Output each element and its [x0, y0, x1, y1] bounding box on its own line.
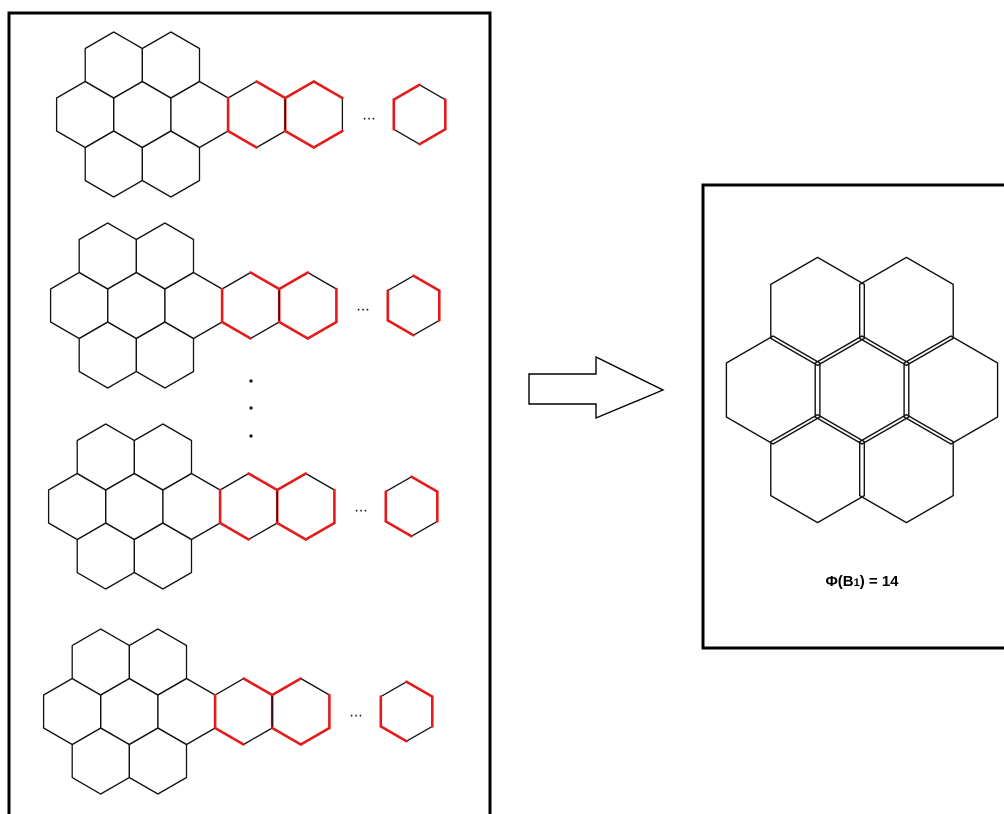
highlighted-edge	[275, 472, 308, 492]
highlighted-edge	[312, 80, 344, 100]
highlighted-ring-hexagon	[221, 271, 280, 340]
benzene-ring-hexagon	[84, 130, 143, 198]
horizontal-ellipsis: ...	[356, 298, 369, 315]
benzene-ring-hexagon	[903, 335, 999, 445]
highlighted-edge	[418, 128, 447, 146]
highlighted-edge	[299, 726, 331, 746]
benzene-ring-hexagon	[76, 522, 135, 590]
highlighted-edge	[384, 520, 413, 538]
benzene-ring-hexagon	[84, 31, 143, 99]
coronene-like-benzenoid	[725, 256, 999, 524]
highlighted-edge	[277, 320, 310, 340]
benzene-ring-hexagon	[770, 256, 865, 367]
benzenoid-row-1: ...	[55, 31, 447, 198]
highlighted-ring-hexagon	[276, 472, 336, 541]
horizontal-ellipsis: ...	[354, 499, 367, 516]
highlighted-edge	[213, 726, 245, 746]
highlighted-edge	[247, 472, 279, 492]
benzene-ring-hexagon	[76, 423, 135, 491]
highlighted-ring-hexagon	[219, 472, 278, 541]
benzene-ring-hexagon	[141, 31, 201, 99]
benzenoid-row-4: ...	[42, 628, 434, 795]
benzene-ring-hexagon	[170, 80, 229, 149]
horizontal-ellipsis: ...	[362, 107, 375, 124]
highlighted-ring-hexagon	[271, 677, 331, 746]
benzene-ring-hexagon	[135, 222, 195, 290]
highlighted-edge	[218, 521, 250, 541]
highlighted-edge	[277, 271, 310, 291]
benzene-ring-hexagon	[157, 677, 216, 746]
left-panel-rows: ............	[42, 31, 447, 795]
benzene-ring-hexagon	[71, 727, 130, 795]
benzene-ring-hexagon	[100, 677, 159, 746]
benzene-ring-hexagon	[770, 413, 865, 524]
highlighted-edge	[275, 521, 308, 541]
highlighted-edge	[392, 83, 421, 101]
benzene-ring-hexagon	[164, 271, 223, 340]
highlighted-edge	[386, 319, 415, 337]
benzene-ring-hexagon	[113, 80, 172, 149]
benzene-ring-hexagon	[162, 472, 221, 541]
vertical-ellipsis	[249, 379, 253, 438]
highlighted-edge	[226, 129, 258, 149]
highlighted-edge	[410, 475, 439, 493]
highlighted-edge	[412, 274, 441, 292]
highlighted-edge	[283, 80, 316, 100]
benzene-ring-hexagon	[135, 321, 195, 389]
highlighted-edge	[312, 129, 344, 149]
benzenoid-row-3: ...	[47, 423, 439, 590]
benzene-ring-hexagon	[814, 335, 910, 445]
benzene-ring-hexagon	[78, 321, 137, 389]
benzene-ring-hexagon	[141, 130, 201, 198]
benzenoid-row-2: ...	[49, 222, 441, 389]
highlighted-edge	[270, 677, 303, 697]
highlighted-edge	[304, 521, 336, 541]
benzene-ring-hexagon	[78, 222, 137, 290]
highlighted-ring-hexagon	[214, 677, 273, 746]
benzene-ring-hexagon	[47, 472, 107, 541]
benzene-ring-hexagon	[105, 472, 164, 541]
highlighted-edge	[283, 129, 316, 149]
highlighted-ring-hexagon	[278, 271, 338, 340]
left-panel-frame	[7, 11, 492, 814]
highlighted-edge	[270, 726, 303, 746]
benzene-ring-hexagon	[133, 423, 193, 491]
highlighted-ring-hexagon	[227, 80, 286, 149]
benzene-ring-hexagon	[859, 413, 954, 524]
highlighted-edge	[255, 80, 287, 100]
benzene-ring-hexagon	[49, 271, 109, 340]
highlighted-edge	[249, 271, 281, 291]
right-panel-frame	[701, 183, 1004, 650]
hollow-right-arrow-icon	[528, 355, 665, 420]
benzene-ring-hexagon	[128, 727, 188, 795]
highlighted-edge	[306, 320, 338, 340]
benzene-ring-hexagon	[725, 335, 821, 445]
highlighted-edge	[379, 725, 408, 743]
benzene-ring-hexagon	[859, 256, 954, 367]
highlighted-ring-hexagon	[284, 80, 344, 149]
highlighted-edge	[242, 677, 274, 697]
benzene-ring-hexagon	[133, 522, 193, 590]
benzene-ring-hexagon	[71, 628, 130, 696]
highlighted-edge	[405, 680, 434, 698]
benzene-ring-hexagon	[128, 628, 188, 696]
horizontal-ellipsis: ...	[349, 704, 362, 721]
benzene-ring-hexagon	[107, 271, 166, 340]
benzene-ring-hexagon	[42, 677, 102, 746]
benzene-ring-hexagon	[55, 80, 115, 149]
highlighted-edge	[220, 320, 252, 340]
phi-formula: Φ(B1) = 14	[825, 573, 899, 590]
